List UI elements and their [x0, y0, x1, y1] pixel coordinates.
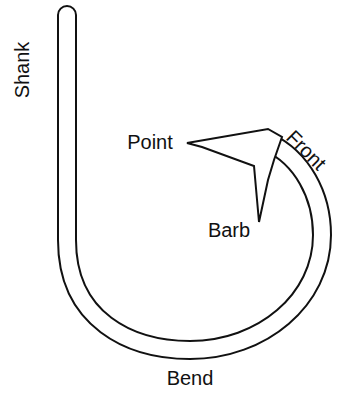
part-label: Bend [167, 368, 214, 388]
part-label: Barb [208, 220, 250, 240]
part-label: Point [127, 132, 173, 152]
hook-body [67, 15, 322, 350]
hook-point-barb [187, 129, 282, 222]
hook-outline [67, 15, 322, 350]
part-label: Shank [12, 42, 32, 99]
